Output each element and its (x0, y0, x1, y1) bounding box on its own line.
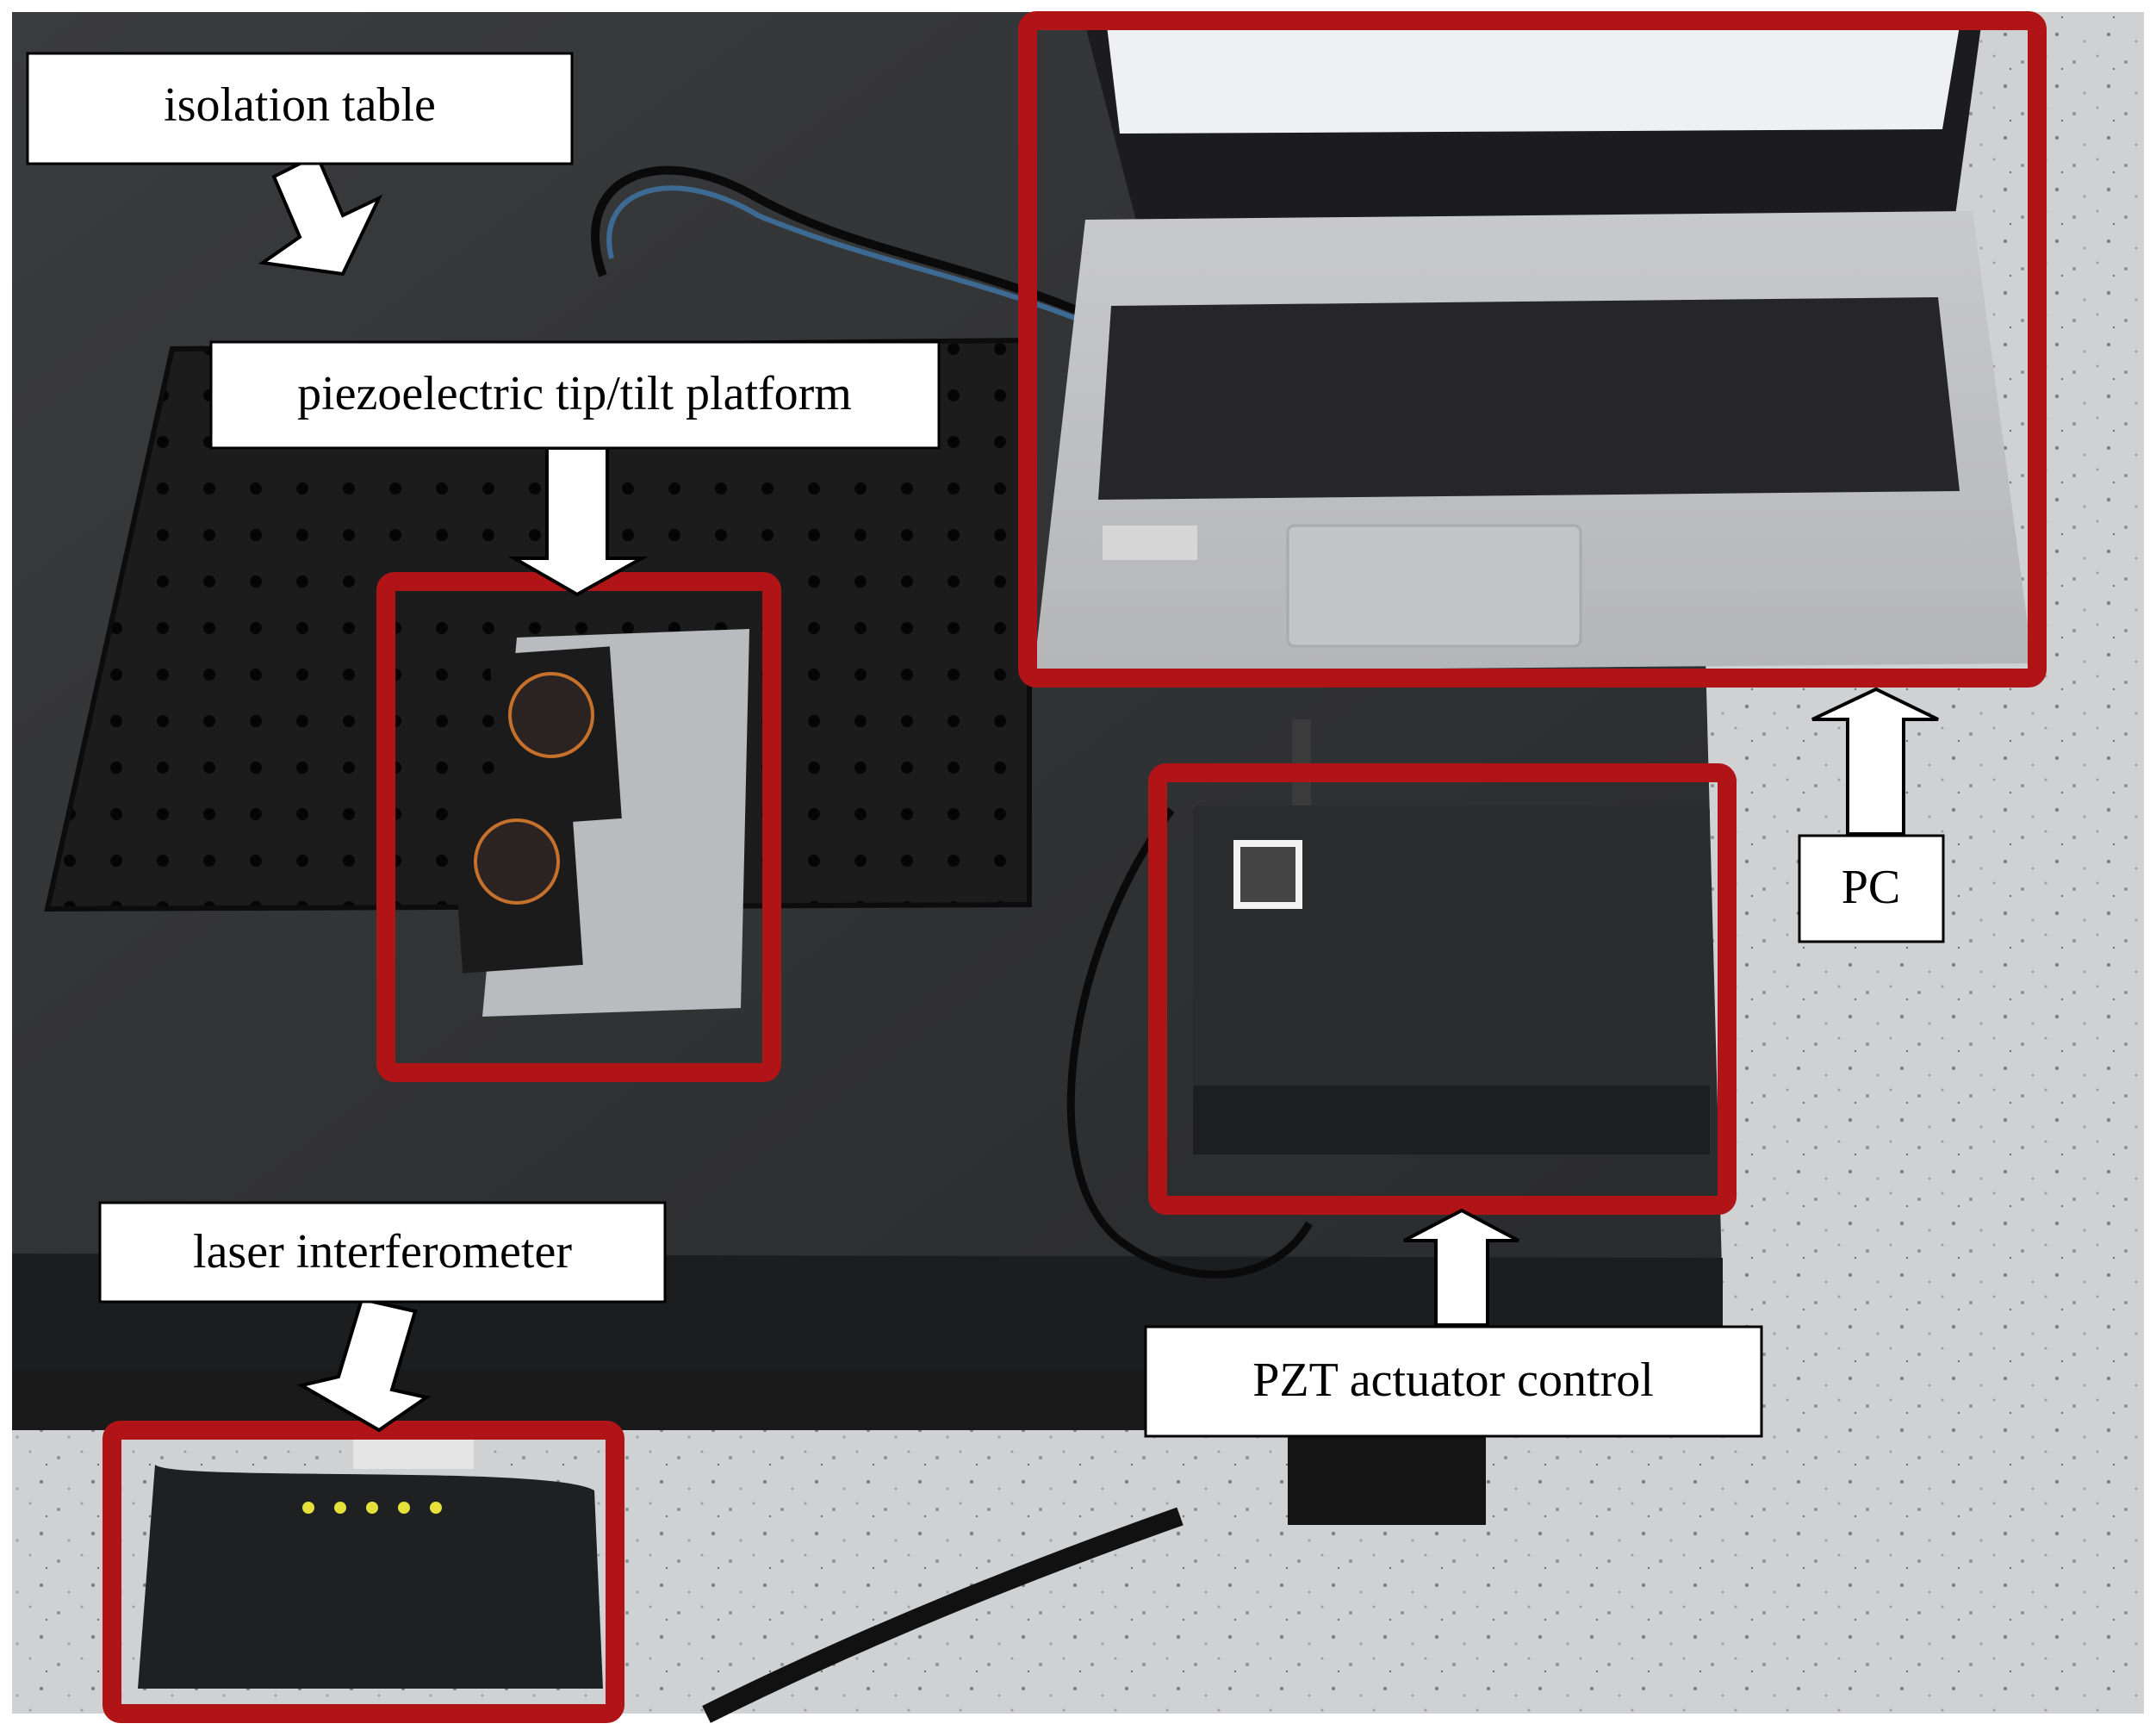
cable-bundle (591, 165, 1078, 314)
label-isolation-table: isolation table (164, 78, 436, 132)
arrow-down-tip-tilt-platform (507, 446, 649, 597)
label-box-tip-tilt-platform (209, 340, 941, 450)
led-indicator (302, 1502, 314, 1514)
label-box-laser-interferometer (98, 1201, 667, 1304)
pzt-controller-device (1193, 719, 1710, 1154)
tip-tilt-platform-device (450, 629, 749, 1017)
highlight-box-pc (1018, 11, 2047, 688)
label-box-isolation-table (26, 52, 574, 165)
highlight-box-laser-interferometer (103, 1421, 624, 1723)
arrow-up-pc (1811, 687, 1939, 836)
label-pc: PC (1842, 861, 1901, 914)
floor-cable (702, 1507, 1184, 1723)
led-indicator (398, 1502, 410, 1514)
label-pzt-actuator-control: PZT actuator control (1252, 1353, 1654, 1407)
label-box-pc (1798, 834, 1945, 943)
arrow-down-isolation-table (258, 152, 383, 277)
label-box-pzt-actuator-control (1144, 1325, 1763, 1438)
led-indicator (366, 1502, 378, 1514)
cable-to-controller (1066, 807, 1313, 1279)
led-indicator (430, 1502, 442, 1514)
arrow-up-pzt-actuator-control (1403, 1208, 1519, 1327)
label-laser-interferometer: laser interferometer (193, 1225, 572, 1279)
cable-blue (606, 185, 1078, 321)
highlight-box-pzt-actuator-control (1148, 763, 1737, 1215)
laser-interferometer-device (138, 1434, 603, 1689)
laptop-pc (1034, 26, 2033, 672)
arrow-down-laser-interferometer (296, 1297, 431, 1433)
label-tip-tilt-platform: piezoelectric tip/tilt platform (297, 367, 852, 420)
led-indicator (334, 1502, 346, 1514)
